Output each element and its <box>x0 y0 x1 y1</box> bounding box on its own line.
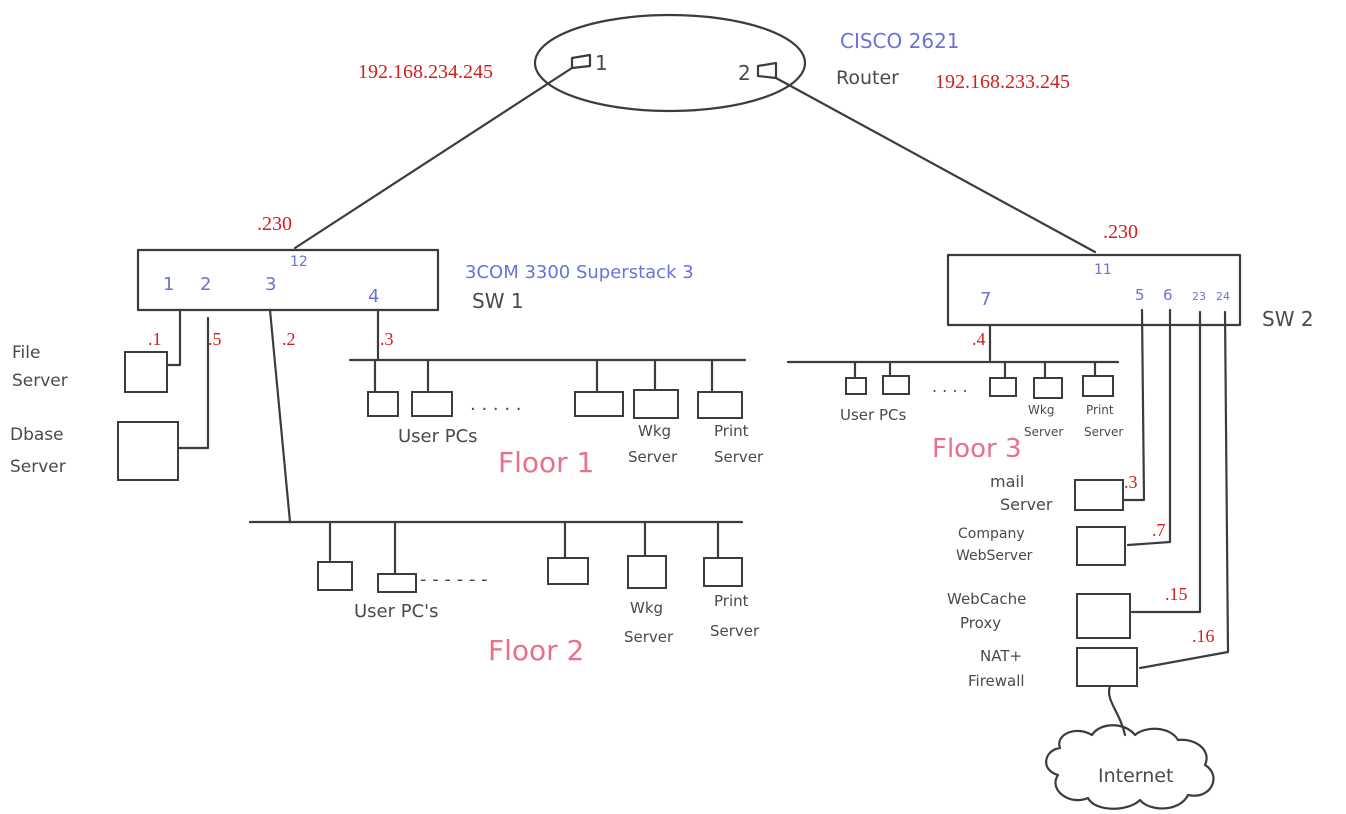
mail-server-label: mail Server <box>990 472 1053 514</box>
sw1-port-ip-4: .3 <box>380 329 394 349</box>
floor2-pc-2 <box>377 573 417 593</box>
sw2-uplink-port: 11 <box>1094 262 1112 278</box>
sw2-box <box>946 253 1242 327</box>
router-port2-icon <box>756 61 778 80</box>
link-sw2-mail-server <box>1122 308 1146 502</box>
floor2-pc-3 <box>547 557 589 585</box>
file-server-label: File Server <box>12 343 68 391</box>
router-ip-left: 192.168.234.245 <box>358 61 493 83</box>
link-sw2-nat-firewall <box>1138 310 1230 670</box>
sw2-port-24: 24 <box>1216 290 1230 303</box>
floor3-drops <box>853 360 1097 380</box>
floor2-wkg-server-box <box>627 555 667 589</box>
floor3-wkg-label: Wkg Server <box>1024 403 1063 439</box>
link-sw1-file-server <box>166 308 182 367</box>
floor1-dots: . . . . . <box>470 394 522 415</box>
file-server-box <box>124 351 168 393</box>
floor1-pc-1 <box>367 391 399 417</box>
link-router-sw2 <box>774 76 1097 254</box>
mail-server-box <box>1074 479 1124 511</box>
link-firewall-internet <box>1107 684 1127 737</box>
floor1-title: Floor 1 <box>498 446 594 479</box>
floor3-pc-1 <box>845 377 867 395</box>
floor3-title: Floor 3 <box>932 434 1022 464</box>
internet-label: Internet <box>1098 765 1173 787</box>
floor3-print-label: Print Server <box>1084 403 1123 439</box>
link-sw2-web-server <box>1126 308 1172 547</box>
sw1-port-ip-2: .5 <box>208 329 222 349</box>
sw2-port-ip-5: .3 <box>1124 472 1138 492</box>
floor2-print-server-box <box>703 557 743 587</box>
floor3-users-label: User PCs <box>840 406 906 424</box>
webcache-proxy-box <box>1076 593 1131 639</box>
dbase-server-box <box>117 421 179 481</box>
sw1-uplink-port: 12 <box>290 254 308 270</box>
dbase-server-label: Dbase Server <box>10 425 69 477</box>
router-port1-label: 1 <box>595 51 608 75</box>
router-port2-label: 2 <box>738 61 751 85</box>
router-ip-right: 192.168.233.245 <box>935 71 1070 93</box>
web-server-label: Company WebServer <box>956 526 1033 564</box>
router-ellipse <box>533 13 807 113</box>
sw1-port-3: 3 <box>265 274 276 295</box>
floor1-wkg-server-box <box>633 389 679 419</box>
link-sw2-webcache-proxy <box>1130 310 1202 614</box>
router-port1-icon <box>570 53 592 70</box>
floor1-drops <box>373 358 714 394</box>
floor2-wkg-label: Wkg Server <box>624 599 674 646</box>
sw1-name: SW 1 <box>472 289 524 313</box>
floor1-pc-2 <box>411 391 453 417</box>
sw1-port-2: 2 <box>200 274 211 295</box>
floor3-dots: . . . . <box>932 377 968 396</box>
link-router-sw1 <box>293 66 574 250</box>
webcache-proxy-label: WebCache Proxy <box>947 590 1031 632</box>
sw1-port-1: 1 <box>163 274 174 295</box>
sw2-uplink-ip: .230 <box>1103 221 1138 243</box>
sw2-port-23: 23 <box>1192 290 1206 303</box>
sw2-port-ip-24: .16 <box>1192 626 1215 646</box>
floor1-print-label: Print Server <box>714 422 764 466</box>
sw2-port-ip-7: .4 <box>972 329 986 349</box>
floor3-wkg-server-box <box>1033 377 1063 399</box>
sw2-port-5: 5 <box>1135 286 1145 304</box>
sw1-port-ip-3: .2 <box>282 329 296 349</box>
sw1-model: 3COM 3300 Superstack 3 <box>465 262 694 283</box>
floor1-pc-3 <box>574 391 624 417</box>
sw2-port-ip-6: .7 <box>1152 520 1166 540</box>
sw2-name: SW 2 <box>1262 307 1314 331</box>
floor1-wkg-label: Wkg Server <box>628 422 678 466</box>
floor2-dots: - - - - - - <box>420 569 488 590</box>
internet-cloud-icon <box>1045 724 1215 810</box>
sw2-port-6: 6 <box>1163 286 1173 304</box>
router-model: CISCO 2621 <box>840 29 960 53</box>
link-sw1-floor2 <box>268 308 292 524</box>
router-label: Router <box>836 67 899 89</box>
link-sw1-dbase-server <box>176 316 210 450</box>
floor3-print-server-box <box>1082 375 1114 397</box>
sw2-port-7: 7 <box>980 289 991 310</box>
floor3-pc-2 <box>882 375 910 395</box>
sw1-port-4: 4 <box>368 286 379 307</box>
web-server-box <box>1076 526 1126 566</box>
nat-firewall-box <box>1076 647 1138 687</box>
sw1-uplink-ip: .230 <box>257 213 292 235</box>
floor2-users-label: User PC's <box>354 601 439 622</box>
sw1-box <box>136 248 440 312</box>
floor2-drops <box>328 520 720 576</box>
floor1-users-label: User PCs <box>398 426 478 447</box>
sw1-port-ip-1: .1 <box>148 329 162 349</box>
nat-firewall-label: NAT+ Firewall <box>968 647 1027 690</box>
sw2-port-ip-23: .15 <box>1165 584 1188 604</box>
floor2-print-label: Print Server <box>710 592 760 640</box>
floor2-pc-1 <box>317 561 353 591</box>
floor1-print-server-box <box>697 391 743 419</box>
floor3-pc-3 <box>989 377 1017 397</box>
floor2-title: Floor 2 <box>488 634 584 667</box>
